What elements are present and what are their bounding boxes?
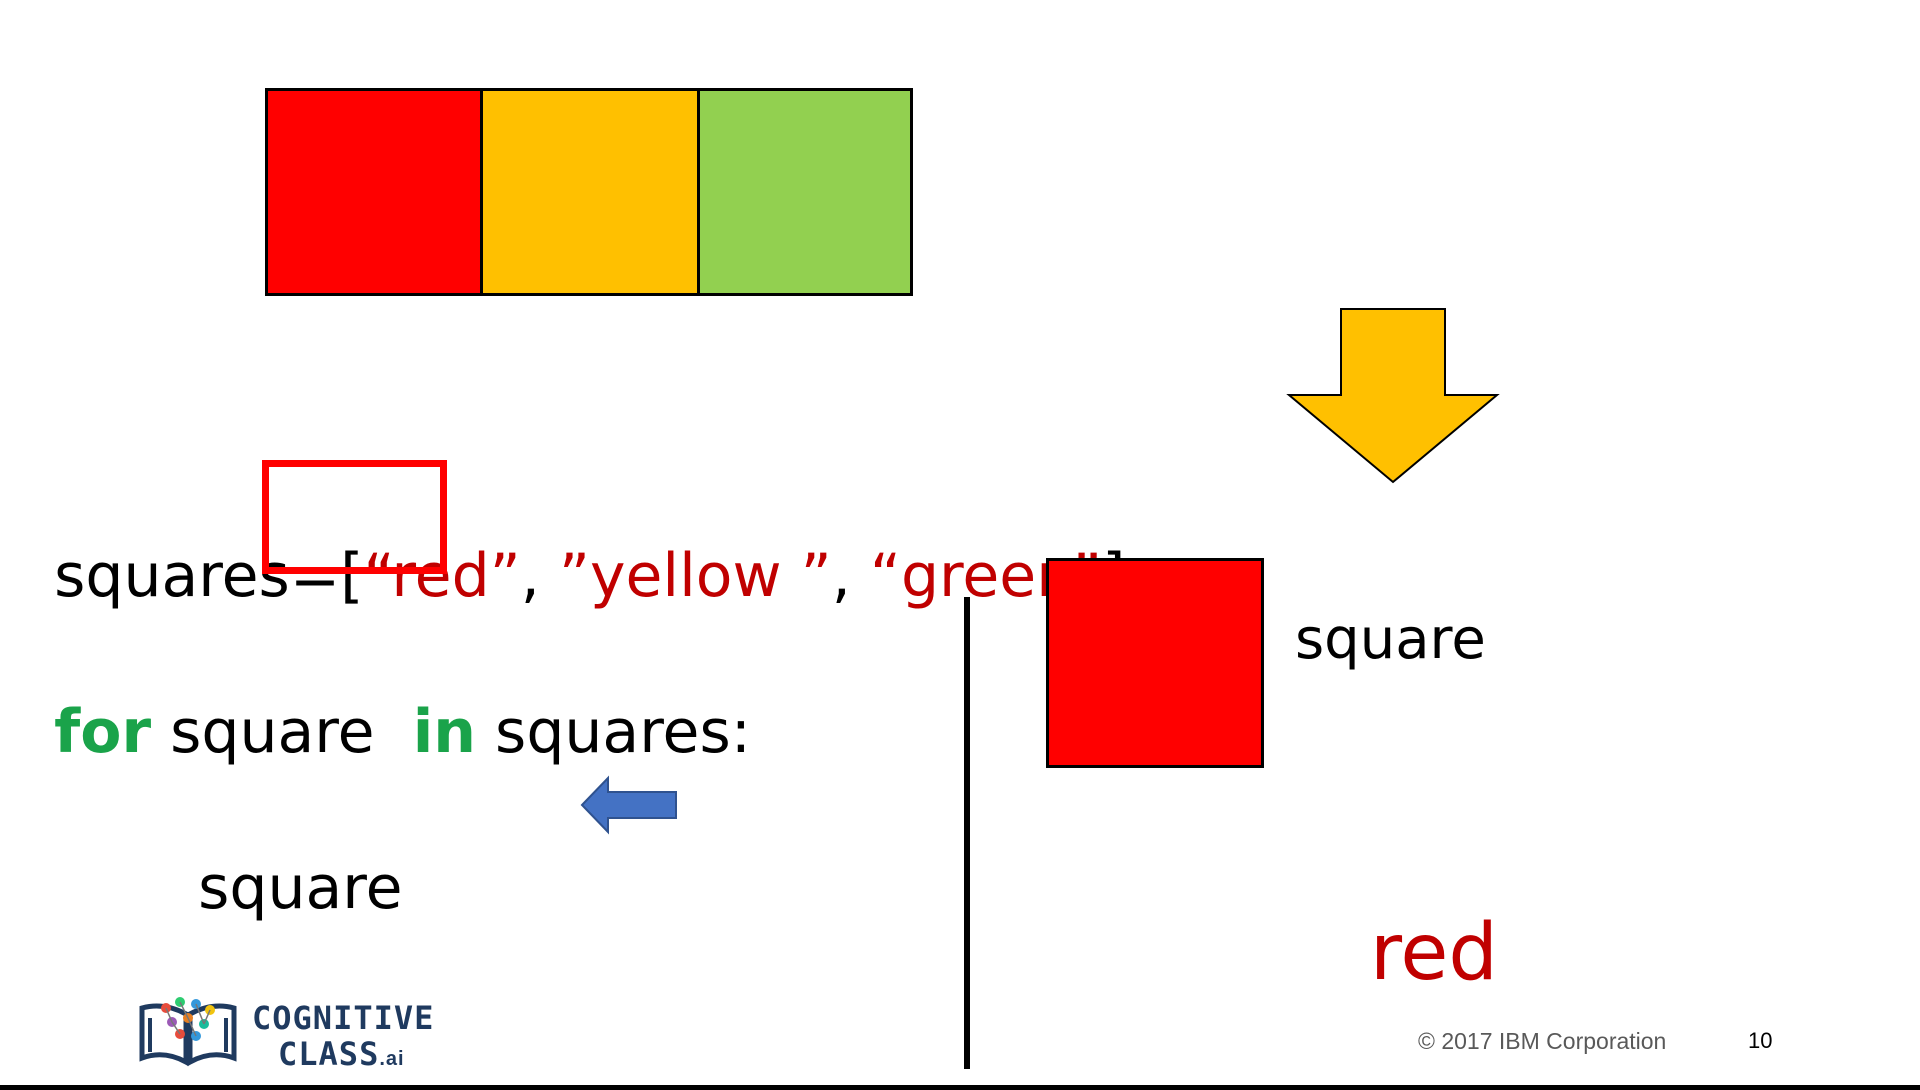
- list-item-yellow: ”yellow ”: [558, 541, 832, 611]
- loop-variable: square: [151, 697, 413, 767]
- vertical-divider: [964, 597, 970, 1069]
- list-separator: ,: [520, 541, 559, 611]
- yellow-square: [480, 88, 700, 296]
- current-square: [1046, 558, 1264, 768]
- keyword-for: for: [54, 697, 152, 767]
- variable-label: square: [1295, 607, 1486, 672]
- logo-line2-wrap: CLASS.ai: [278, 1038, 405, 1070]
- keyword-in: in: [412, 697, 476, 767]
- logo-suffix: .ai: [379, 1048, 405, 1070]
- copyright-text: © 2017 IBM Corporation: [1418, 1028, 1667, 1054]
- list-separator: ,: [831, 541, 870, 611]
- code-list-definition: squares=[“red”, ”yellow ”, “green”]: [16, 486, 1125, 606]
- green-square: [697, 88, 913, 296]
- cognitive-class-logo-icon: [139, 997, 237, 1067]
- current-value: red: [1370, 908, 1498, 998]
- logo-line2: CLASS: [278, 1035, 380, 1073]
- code-loop-body: square: [160, 798, 402, 918]
- list-name: squares=[: [54, 541, 364, 611]
- page-number: 10: [1748, 1028, 1773, 1053]
- left-arrow-icon: [580, 775, 677, 835]
- loop-body-variable: square: [198, 853, 403, 923]
- loop-iterable: squares:: [475, 697, 751, 767]
- bottom-border: [0, 1085, 1920, 1090]
- logo-line1: COGNITIVE: [252, 999, 435, 1037]
- down-arrow-icon: [1286, 308, 1500, 484]
- code-for-loop: for square in squares:: [16, 642, 751, 762]
- current-item-highlight: [262, 460, 447, 574]
- red-square: [265, 88, 483, 296]
